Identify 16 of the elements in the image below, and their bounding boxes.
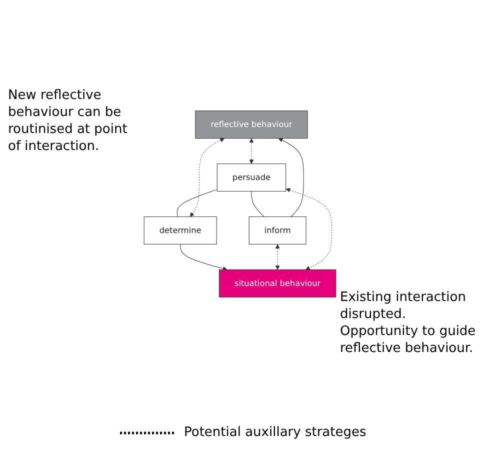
node-box: persuade: [216, 164, 286, 192]
node-box: situational behaviour: [218, 269, 336, 298]
node-box: reflective behaviour: [195, 110, 308, 139]
arrow: [278, 138, 304, 217]
legend-text: Potential auxillary strateges: [184, 425, 366, 440]
annotation-note: Existing interaction disrupted. Opportunity to guide reflective behaviour.: [340, 290, 477, 358]
arrow: [275, 244, 280, 270]
arrow: [190, 138, 224, 217]
arrow: [249, 138, 254, 164]
node-box: inform: [248, 216, 306, 244]
connector: [251, 191, 264, 217]
node-box: determine: [144, 216, 217, 244]
annotation-note: New reflective behaviour can be routinised at point of interaction.: [8, 88, 128, 156]
connector: [176, 189, 218, 217]
arrow: [180, 244, 228, 271]
arrow: [286, 188, 332, 270]
